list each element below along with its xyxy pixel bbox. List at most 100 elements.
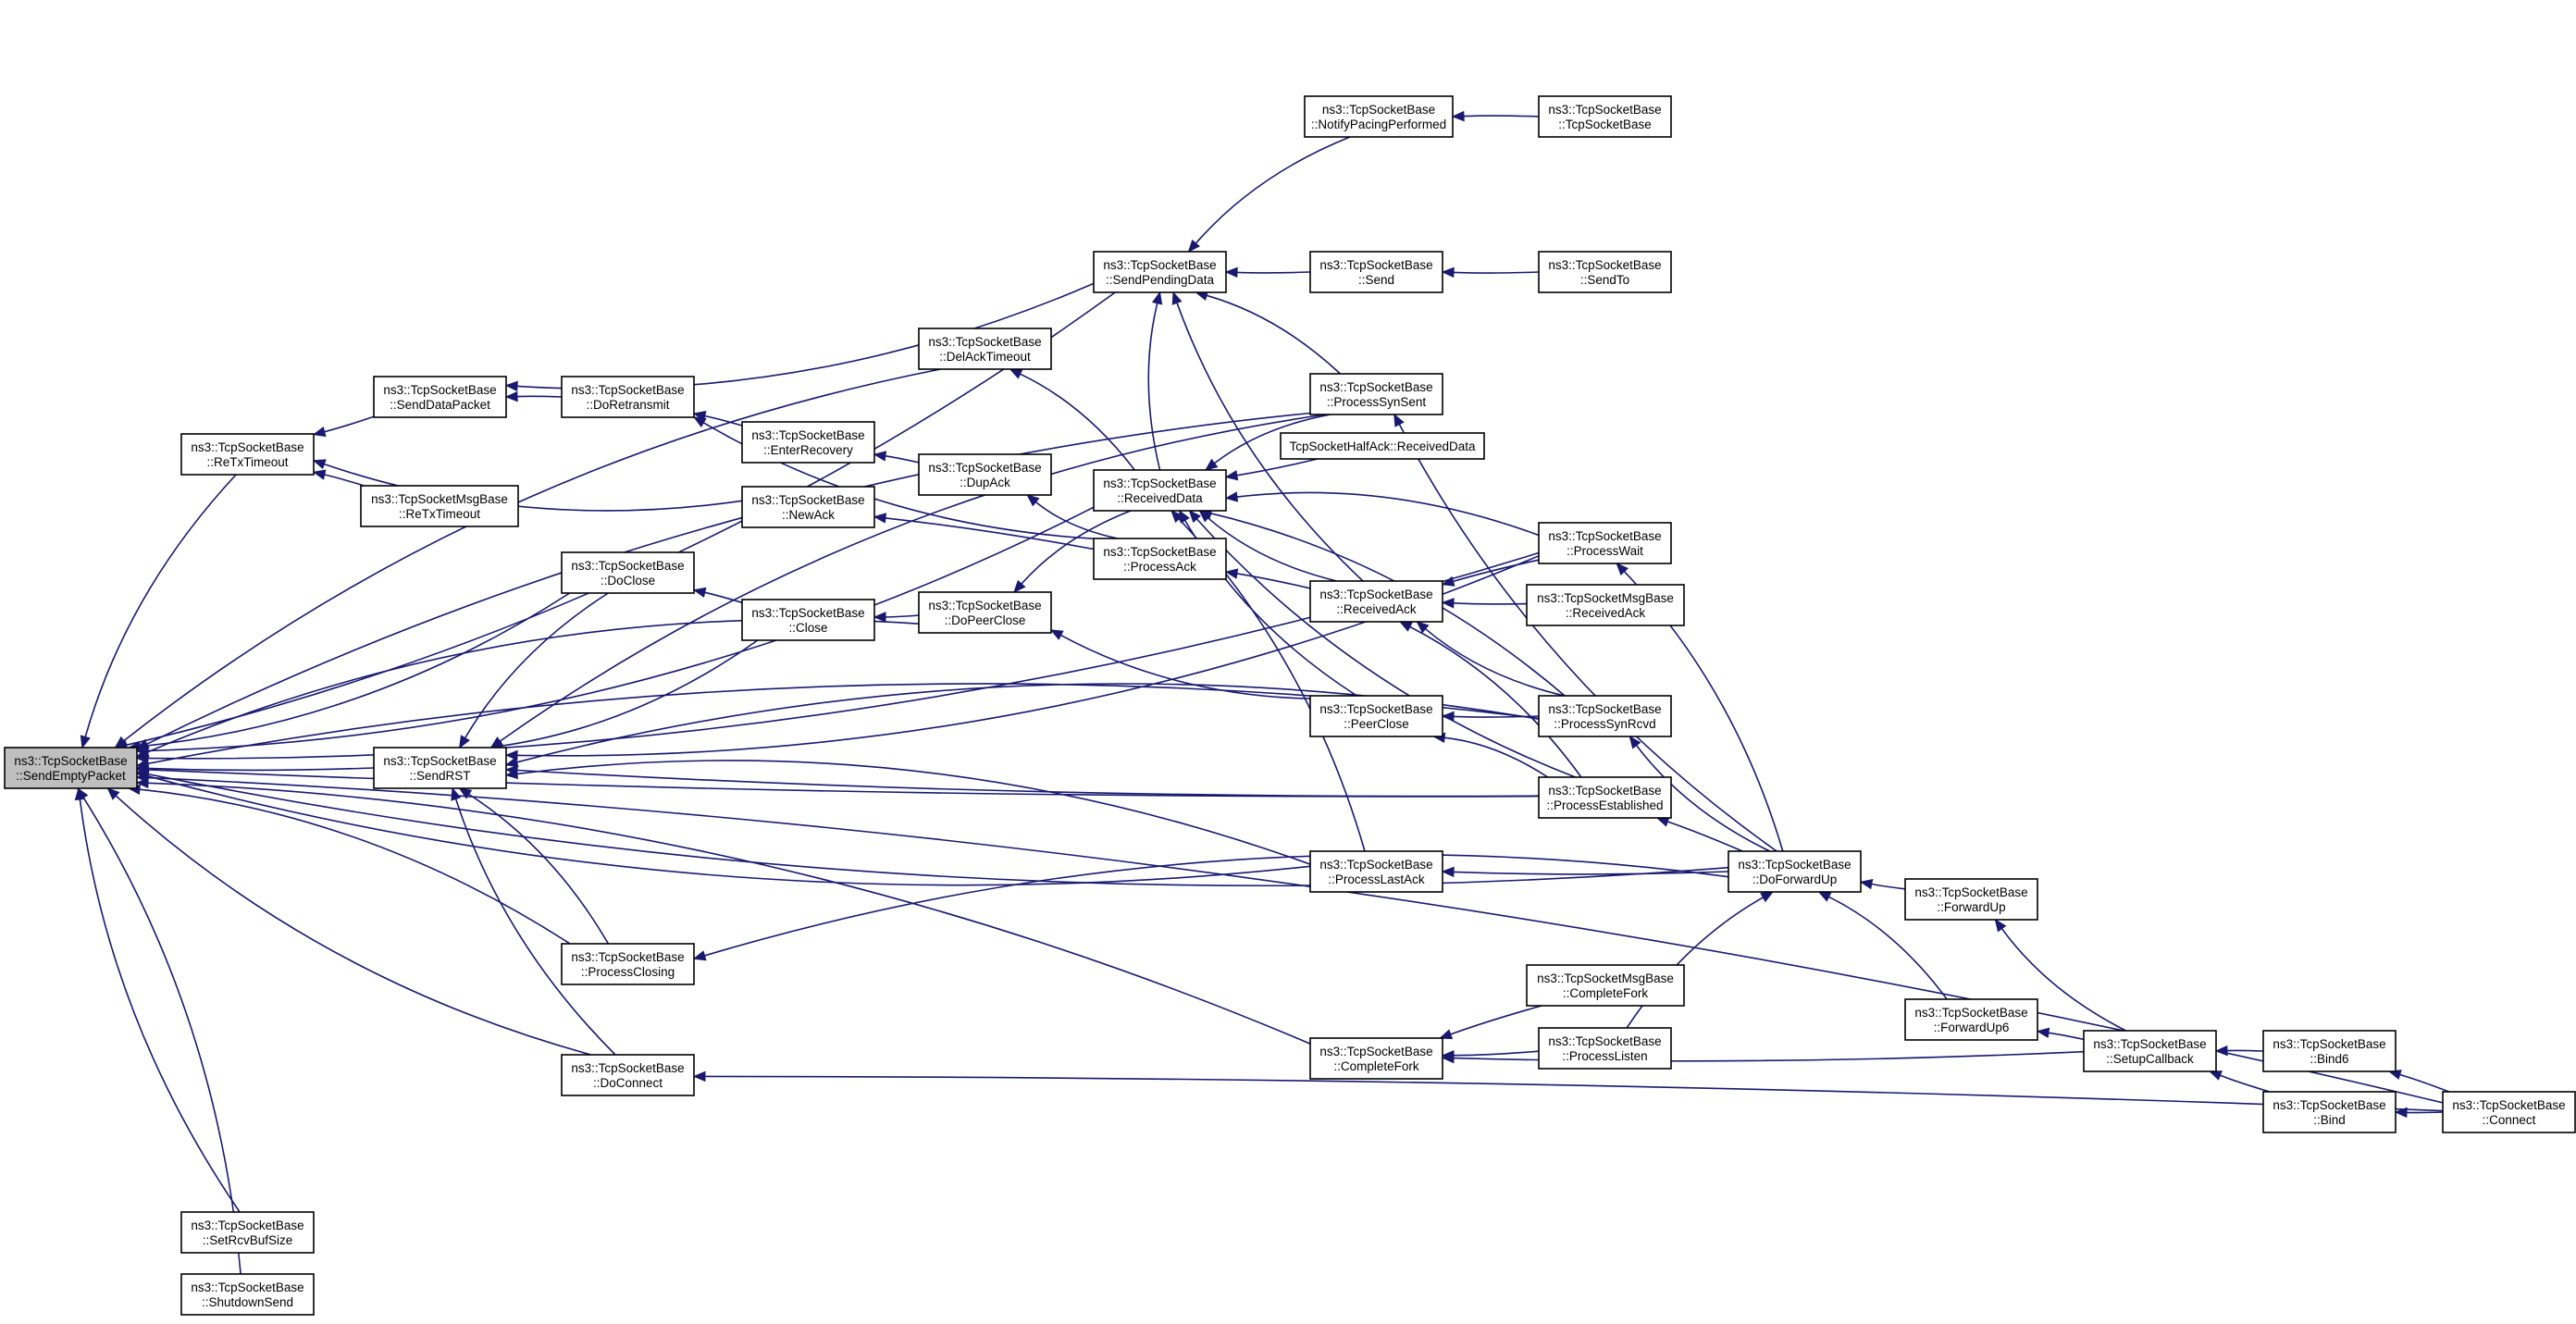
node-label: ::NotifyPacingPerformed	[1311, 118, 1446, 131]
edge-doret-to-sdp	[516, 395, 563, 398]
edge-halfack-to-rdata	[1236, 458, 1319, 476]
node-rack[interactable]: ns3::TcpSocketBase::ReceivedAck	[1309, 580, 1443, 623]
node-tsbctor[interactable]: ns3::TcpSocketBase::TcpSocketBase	[1538, 95, 1672, 138]
edge-doconn-to-root	[115, 795, 591, 1056]
arrowhead	[1416, 621, 1430, 634]
node-pclosing[interactable]: ns3::TcpSocketBase::ProcessClosing	[561, 943, 695, 985]
node-msgrtt[interactable]: ns3::TcpSocketMsgBase::ReTxTimeout	[360, 485, 519, 527]
arrowhead	[1629, 735, 1641, 749]
edge-plisten-to-dfu	[1626, 897, 1764, 1029]
node-label: ::DelAckTimeout	[939, 350, 1031, 364]
edge-rack-to-pack	[1236, 573, 1311, 589]
arrowhead	[489, 736, 504, 749]
node-psynsent[interactable]: ns3::TcpSocketBase::ProcessSynSent	[1309, 373, 1443, 415]
node-root[interactable]: ns3::TcpSocketBase::SendEmptyPacket	[4, 747, 138, 789]
node-rst[interactable]: ns3::TcpSocketBase::SendRST	[373, 747, 507, 789]
node-dfu[interactable]: ns3::TcpSocketBase::DoForwardUp	[1728, 850, 1862, 893]
node-label: ns3::TcpSocketBase	[1914, 885, 2027, 899]
node-label: ::SendTo	[1580, 273, 1629, 287]
arrowhead	[1439, 1029, 1454, 1040]
node-spd[interactable]: ns3::TcpSocketBase::SendPendingData	[1093, 251, 1227, 293]
node-label: ns3::TcpSocketMsgBase	[1537, 971, 1674, 985]
node-cfork[interactable]: ns3::TcpSocketBase::CompleteFork	[1309, 1037, 1443, 1080]
nodes-layer: ns3::TcpSocketBase::SendEmptyPacketns3::…	[4, 95, 2576, 1316]
node-send[interactable]: ns3::TcpSocketBase::Send	[1309, 251, 1443, 293]
arrowhead	[504, 380, 518, 392]
node-box	[1538, 776, 1672, 819]
edge-sdp-to-rtt	[324, 415, 375, 433]
node-box	[1538, 1027, 1672, 1070]
edge-psynsent-to-rst	[499, 414, 1326, 742]
node-pwait[interactable]: ns3::TcpSocketBase::ProcessWait	[1538, 522, 1672, 564]
node-label: ::DupAck	[960, 476, 1010, 489]
node-newack[interactable]: ns3::TcpSocketBase::NewAck	[741, 486, 875, 528]
node-dupack[interactable]: ns3::TcpSocketBase::DupAck	[918, 453, 1052, 496]
node-label: ::TcpSocketBase	[1558, 118, 1652, 131]
node-close[interactable]: ns3::TcpSocketBase::Close	[741, 599, 875, 641]
node-msgrack[interactable]: ns3::TcpSocketMsgBase::ReceivedAck	[1526, 584, 1685, 626]
node-doconn[interactable]: ns3::TcpSocketBase::DoConnect	[561, 1054, 695, 1096]
node-setcb[interactable]: ns3::TcpSocketBase::SetupCallback	[2083, 1030, 2217, 1072]
node-rdata[interactable]: ns3::TcpSocketBase::ReceivedData	[1093, 469, 1227, 512]
node-label: ns3::TcpSocketBase	[1548, 702, 1661, 716]
node-label: ns3::TcpSocketBase	[928, 335, 1041, 349]
node-doret[interactable]: ns3::TcpSocketBase::DoRetransmit	[561, 376, 695, 418]
node-delack[interactable]: ns3::TcpSocketBase::DelAckTimeout	[918, 328, 1052, 370]
node-box	[918, 453, 1052, 496]
node-sendto[interactable]: ns3::TcpSocketBase::SendTo	[1538, 251, 1672, 293]
node-box	[1728, 850, 1862, 893]
edge-dfu-to-root	[147, 773, 1729, 887]
node-psynrcvd[interactable]: ns3::TcpSocketBase::ProcessSynRcvd	[1538, 695, 1672, 737]
node-plisten[interactable]: ns3::TcpSocketBase::ProcessListen	[1538, 1027, 1672, 1070]
node-fu6[interactable]: ns3::TcpSocketBase::ForwardUp6	[1904, 998, 2038, 1041]
arrowhead	[504, 390, 518, 402]
arrowhead	[1441, 598, 1455, 609]
arrowhead	[1441, 266, 1455, 278]
node-label: ::SendPendingData	[1106, 273, 1215, 287]
node-label: ::SetupCallback	[2106, 1052, 2194, 1066]
node-pack[interactable]: ns3::TcpSocketBase::ProcessAck	[1093, 538, 1227, 580]
edge-pest-to-rst	[516, 769, 1540, 798]
node-label: ns3::TcpSocketBase	[1548, 529, 1661, 543]
edge-rtt-to-root	[84, 474, 237, 737]
node-shut[interactable]: ns3::TcpSocketBase::ShutdownSend	[180, 1273, 315, 1316]
node-connect[interactable]: ns3::TcpSocketBase::Connect	[2442, 1091, 2576, 1133]
node-msgcfork[interactable]: ns3::TcpSocketMsgBase::CompleteFork	[1526, 964, 1685, 1007]
node-enterrec[interactable]: ns3::TcpSocketBase::EnterRecovery	[741, 421, 875, 464]
arrowhead	[1187, 239, 1200, 253]
node-label: ns3::TcpSocketBase	[928, 599, 1041, 613]
edge-doconn-to-rst	[454, 798, 616, 1056]
node-bind[interactable]: ns3::TcpSocketBase::Bind	[2262, 1091, 2396, 1133]
edge-sendto-to-send	[1453, 271, 1540, 274]
arrowhead	[135, 769, 150, 780]
node-fu[interactable]: ns3::TcpSocketBase::ForwardUp	[1904, 878, 2038, 921]
node-label: ::SetRcvBufSize	[203, 1233, 293, 1247]
node-label: ::EnterRecovery	[763, 443, 853, 457]
edge-setcb-to-fu6	[2048, 1032, 2085, 1041]
node-box	[918, 328, 1052, 370]
node-pest[interactable]: ns3::TcpSocketBase::ProcessEstablished	[1538, 776, 1672, 819]
edge-shut-to-root	[82, 797, 242, 1275]
edge-send-to-spd	[1236, 271, 1311, 274]
arrowhead	[2394, 1107, 2408, 1119]
arrowhead	[692, 587, 707, 599]
node-doclose[interactable]: ns3::TcpSocketBase::DoClose	[561, 551, 695, 594]
node-box	[1538, 251, 1672, 293]
node-label: ns3::TcpSocketBase	[571, 383, 684, 397]
node-bind6[interactable]: ns3::TcpSocketBase::Bind6	[2262, 1030, 2396, 1072]
node-npp[interactable]: ns3::TcpSocketBase::NotifyPacingPerforme…	[1304, 95, 1454, 138]
node-box	[1309, 251, 1443, 293]
edge-newack-to-rtt	[324, 463, 743, 512]
edge-pwait-to-rack	[1453, 559, 1540, 583]
node-sdp[interactable]: ns3::TcpSocketBase::SendDataPacket	[373, 376, 507, 418]
node-peerclose[interactable]: ns3::TcpSocketBase::PeerClose	[1309, 695, 1443, 737]
node-srbs[interactable]: ns3::TcpSocketBase::SetRcvBufSize	[180, 1211, 315, 1254]
node-dopeer[interactable]: ns3::TcpSocketBase::DoPeerClose	[918, 591, 1052, 634]
edge-rack-to-rdata	[1207, 517, 1337, 582]
edge-rdata-to-dopeer	[1021, 510, 1132, 585]
node-rtt[interactable]: ns3::TcpSocketBase::ReTxTimeout	[180, 433, 315, 476]
node-plastack[interactable]: ns3::TcpSocketBase::ProcessLastAck	[1309, 850, 1443, 893]
node-halfack[interactable]: TcpSocketHalfAck::ReceivedData	[1280, 432, 1485, 460]
edge-rdata-to-root	[147, 506, 1095, 752]
node-label: ::ReceivedAck	[1566, 606, 1646, 620]
